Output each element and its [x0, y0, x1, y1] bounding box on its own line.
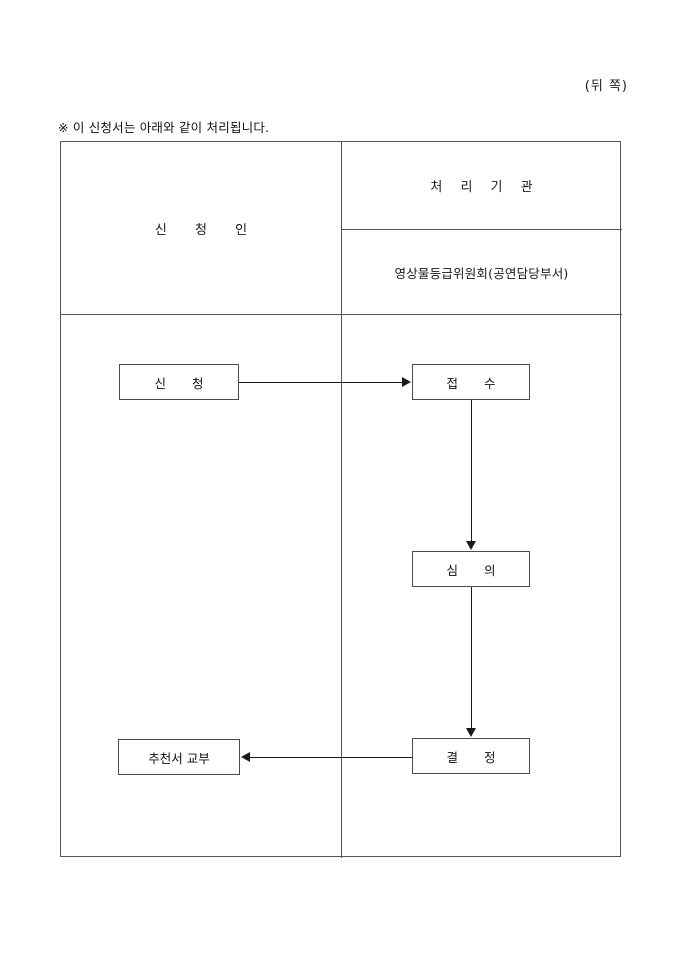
- flow-node-apply: 신 청: [119, 364, 239, 400]
- column-divider: [341, 142, 342, 858]
- process-flow-table: 신 청 인 처 리 기 관 영상물등급위원회(공연담당부서): [60, 141, 622, 858]
- arrowhead-down-icon: [466, 541, 476, 550]
- connector-apply-to-receive: [239, 382, 404, 383]
- arrowhead-right-icon: [402, 377, 411, 387]
- connector-decide-to-issue: [250, 757, 412, 758]
- flow-node-issue: 추천서 교부: [118, 739, 240, 775]
- flow-node-review: 심 의: [412, 551, 530, 587]
- header-cell-agency-name: 영상물등급위원회(공연담당부서): [394, 265, 569, 281]
- header-cell-applicant: 신 청 인: [154, 222, 260, 238]
- header-divider: [61, 314, 622, 315]
- agency-header-divider: [341, 229, 622, 230]
- header-cell-agency-title: 처 리 기 관: [430, 180, 540, 195]
- flow-node-decide: 결 정: [412, 738, 530, 774]
- arrowhead-down-icon: [466, 728, 476, 737]
- connector-receive-to-review: [471, 400, 472, 542]
- arrowhead-left-icon: [241, 752, 250, 762]
- process-note: ※ 이 신청서는 아래와 같이 처리됩니다.: [58, 120, 270, 135]
- page-side-marker: (뒤 쪽): [584, 79, 628, 94]
- connector-review-to-decide: [471, 587, 472, 729]
- flow-node-receive: 접 수: [412, 364, 530, 400]
